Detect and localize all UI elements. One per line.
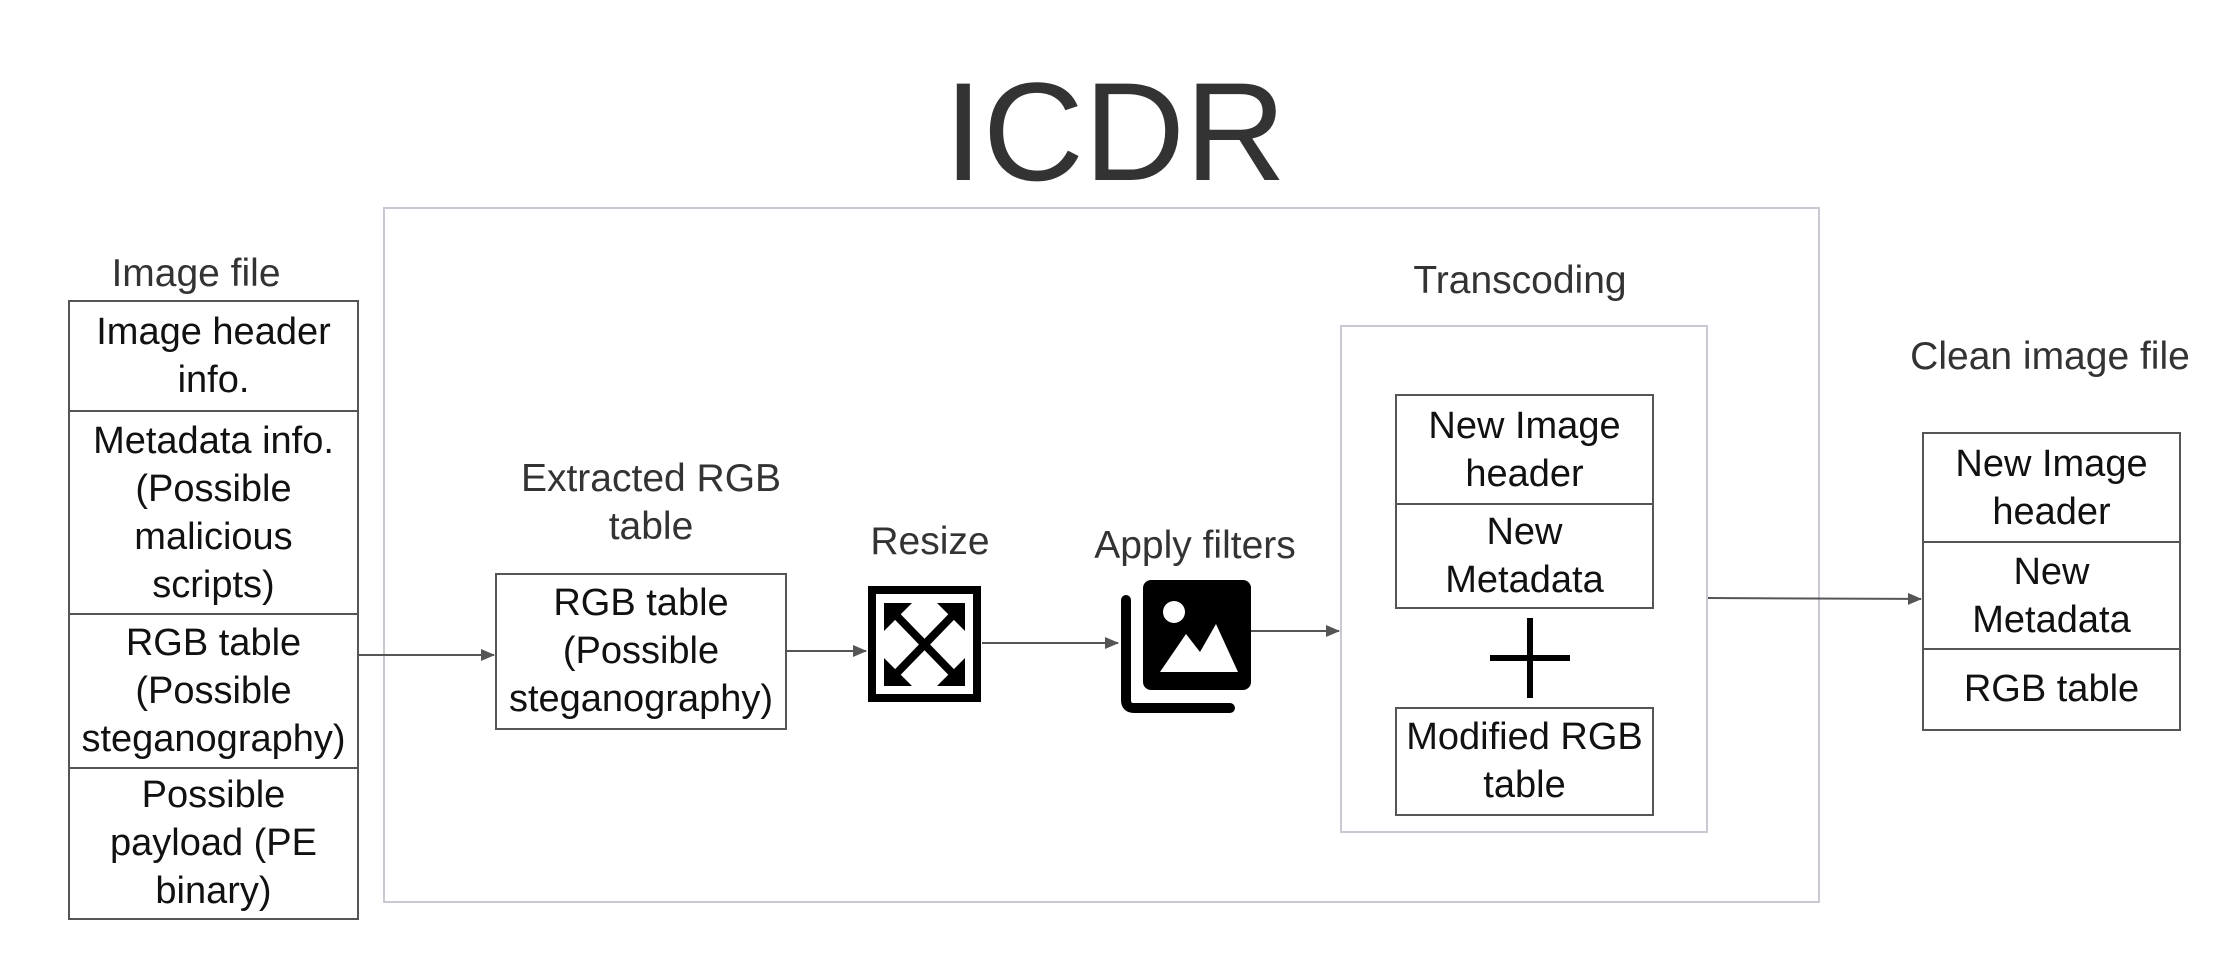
modified-rgb-cell: Modified RGB table (1406, 716, 1643, 806)
clean-rgb-table-cell: RGB table (1924, 648, 2179, 728)
clean-new-metadata-cell: New Metadata (1924, 541, 2179, 648)
transcoding-container (1340, 325, 1708, 833)
diagram-title: ICDR (943, 53, 1287, 210)
clean-new-header-cell: New Image header (1955, 442, 2148, 533)
metadata-cell: Metadata info. (Possible malicious scrip… (70, 410, 357, 613)
icdr-container (383, 207, 1820, 903)
modified-rgb-stack: Modified RGB table (1395, 707, 1654, 816)
image-file-stack: Image header info. Metadata info. (Possi… (68, 300, 359, 920)
extracted-rgb-label: Extracted RGB table (520, 457, 782, 548)
apply-filters-label: Apply filters (1094, 524, 1296, 567)
transcoding-label: Transcoding (1413, 259, 1627, 302)
new-metadata-cell: New Metadata (1397, 503, 1652, 606)
image-gallery-icon (1121, 580, 1251, 713)
extracted-rgb-stack: RGB table (Possible steganography) (495, 573, 787, 730)
rgb-table-cell: RGB table (Possible steganography) (70, 612, 357, 767)
new-image-header-cell: New Image header (1428, 404, 1621, 495)
image-header-cell: Image header info. (96, 311, 331, 402)
resize-label: Resize (870, 520, 990, 563)
plus-icon (1490, 618, 1570, 698)
extracted-rgb-cell: RGB table (Possible steganography) (508, 582, 774, 720)
image-file-label: Image file (111, 252, 281, 295)
payload-cell: Possible payload (PE binary) (70, 766, 357, 918)
clean-image-label: Clean image file (1910, 335, 2190, 378)
clean-image-stack: New Image header New Metadata RGB table (1922, 432, 2181, 731)
resize-arrows-icon (868, 586, 981, 702)
arrow-transcoding-to-clean (1707, 592, 1922, 605)
new-header-metadata-stack: New Image header New Metadata (1395, 394, 1654, 609)
